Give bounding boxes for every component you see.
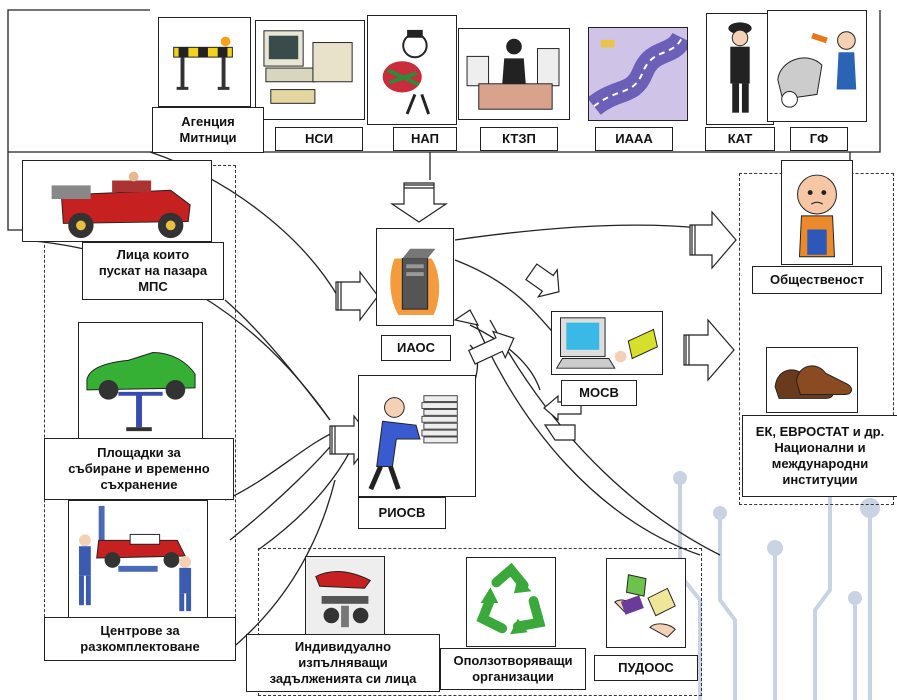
kat-label: КАТ — [705, 127, 775, 151]
riosv-picture — [358, 375, 476, 497]
ktzp-label: КТЗП — [480, 127, 558, 151]
recovery-picture — [466, 557, 556, 647]
nsi-picture — [255, 20, 365, 120]
collection-picture — [78, 322, 203, 440]
mechanics-icon — [79, 505, 192, 612]
shoes-icon — [774, 365, 852, 399]
pudoos-picture — [606, 558, 686, 648]
computer-card-icon — [555, 317, 658, 369]
car-accident-icon — [777, 31, 857, 108]
barrier-icon — [173, 36, 233, 90]
gf-picture — [767, 10, 867, 122]
recycle-icon — [476, 562, 546, 635]
gf-label: ГФ — [790, 127, 848, 151]
collection-label: Площадки за събиране и временно съхранен… — [44, 438, 234, 500]
dismantling-picture — [68, 500, 208, 618]
server-icon — [390, 248, 440, 315]
nap-label: НАП — [393, 127, 457, 151]
individual-picture — [305, 556, 385, 636]
nsi-label: НСИ — [275, 127, 363, 151]
producers-label: Лица които пускат на пазара МПС — [82, 242, 224, 300]
car-lift-icon — [86, 351, 196, 432]
customs-picture — [158, 17, 251, 107]
ec-picture — [766, 347, 858, 413]
iaos-label: ИАОС — [381, 335, 451, 361]
individual-label: Индивидуално изпълняващи задълженията си… — [246, 634, 440, 692]
pudoos-label: ПУДООС — [594, 655, 698, 681]
customs-label: Агенция Митници — [152, 107, 264, 153]
public-picture — [781, 160, 853, 265]
bottom-group-border — [258, 548, 702, 696]
money-man-icon — [382, 29, 431, 115]
office-desk-icon — [466, 38, 560, 110]
moew-label: МОСВ — [561, 380, 637, 406]
iaaa-picture — [588, 27, 688, 121]
ec-label: ЕК, ЕВРОСТАТ и др. Национални и междунар… — [742, 415, 897, 497]
red-car-icon — [51, 171, 191, 239]
public-label: Общественост — [752, 266, 882, 294]
nap-picture — [367, 15, 457, 125]
moew-picture — [551, 311, 663, 375]
child-icon — [797, 174, 837, 258]
money-hands-icon — [614, 574, 676, 638]
road-icon — [589, 28, 687, 120]
computer-printer-icon — [263, 30, 353, 104]
circuit-decoration — [673, 461, 880, 700]
car-parts-icon — [306, 557, 384, 635]
kat-picture — [706, 13, 774, 125]
police-officer-icon — [728, 22, 752, 113]
riosv-label: РИОСВ — [358, 497, 446, 529]
dismantling-label: Центрове за разкомплектоване — [44, 617, 236, 661]
recovery-label: Оползотворяващи организации — [440, 648, 586, 690]
paperwork-man-icon — [368, 395, 458, 491]
ktzp-picture — [458, 28, 570, 120]
iaos-picture — [376, 228, 454, 326]
iaaa-label: ИААА — [595, 127, 673, 151]
producers-picture — [22, 160, 212, 242]
